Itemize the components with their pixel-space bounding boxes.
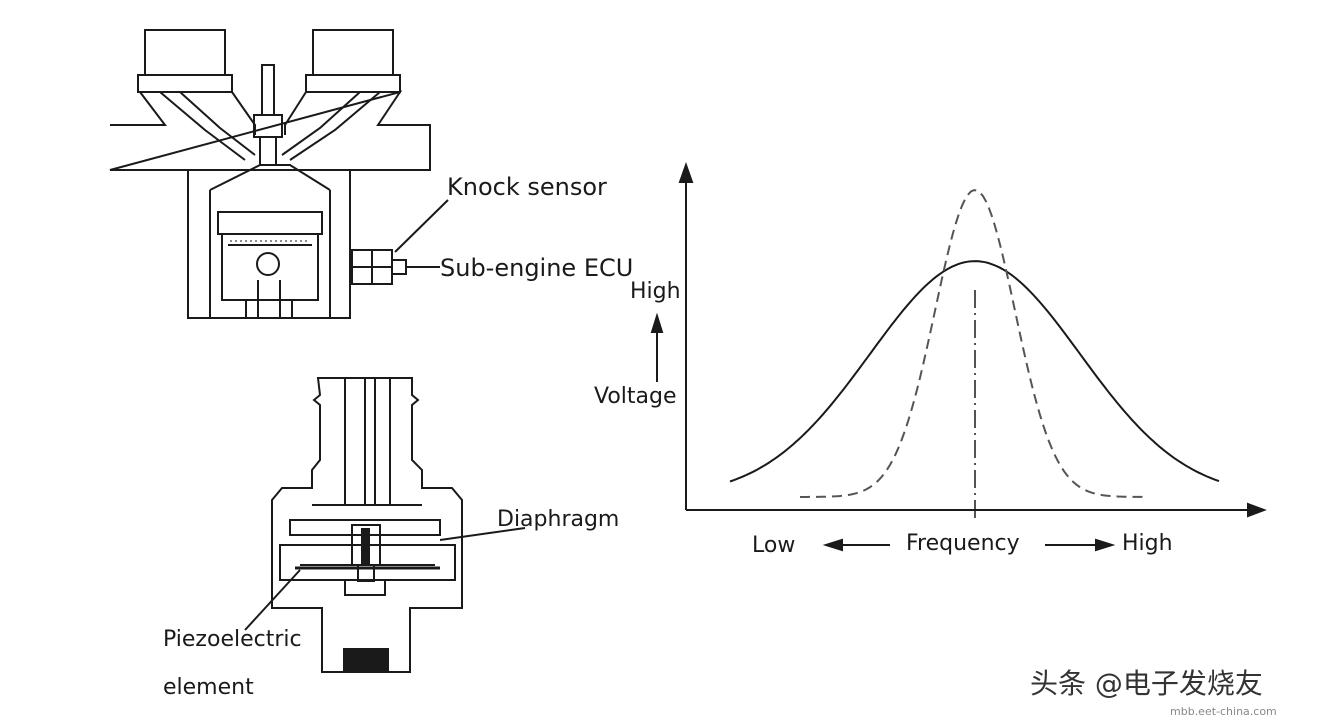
y-high-label: High bbox=[630, 279, 681, 304]
sub-engine-ecu-label: Sub-engine ECU bbox=[440, 254, 634, 282]
sensor-connector bbox=[271, 377, 463, 673]
series-solid-curve bbox=[729, 260, 1220, 483]
series-dashed-curve bbox=[800, 189, 1148, 498]
cylinder-wall bbox=[187, 170, 351, 319]
sensor-housing-inner bbox=[279, 544, 456, 581]
x-axis-arrowhead bbox=[1247, 502, 1267, 518]
x-axis-label: Frequency bbox=[906, 531, 1020, 556]
x-high-label: High bbox=[1122, 531, 1173, 556]
x-low-label: Low bbox=[752, 533, 796, 558]
piston bbox=[217, 211, 323, 235]
watermark: 头条 @电子发烧友 bbox=[1030, 667, 1263, 700]
sensor-terminal bbox=[343, 648, 389, 672]
y-axis-label: Voltage bbox=[594, 384, 677, 409]
diaphragm-label: Diaphragm bbox=[497, 507, 620, 532]
knock-sensor-label: Knock sensor bbox=[447, 173, 607, 201]
y-axis-arrowhead bbox=[678, 161, 694, 183]
piezo-label-line1: Piezoelectric bbox=[163, 627, 302, 652]
piezo-label-line2: element bbox=[163, 675, 254, 700]
watermark-sub: mbb.eet-china.com bbox=[1170, 705, 1277, 718]
